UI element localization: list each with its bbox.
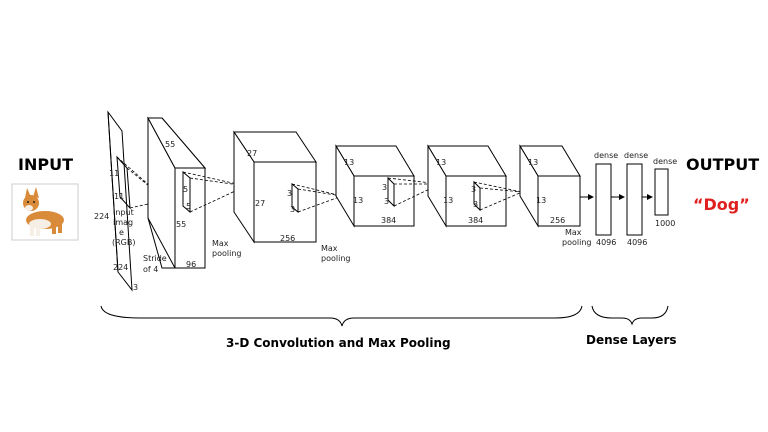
conv4-size-label: 13	[436, 158, 446, 167]
conv1-depth-label: 96	[186, 260, 196, 269]
output-class-label: “Dog”	[693, 195, 750, 214]
conv4-volume	[427, 144, 523, 228]
conv4-depth-label: 384	[468, 216, 483, 225]
pool2-label-line1: Max	[321, 244, 338, 253]
dense-layer-2-title: dense	[624, 151, 648, 160]
input-caption-line4: (RGB)	[112, 238, 136, 247]
stride-label-line2: of 4	[143, 265, 158, 274]
conv3-size2-label: 13	[353, 196, 363, 205]
dense-layer-2	[626, 163, 643, 236]
input-caption-line3: e	[119, 228, 124, 237]
pool1-label-line2: pooling	[212, 249, 241, 258]
dense-section-brace	[591, 305, 669, 326]
input-caption-line1: Input	[113, 208, 134, 217]
conv5-depth-label: 256	[550, 216, 565, 225]
dense-layer-1-units: 4096	[596, 238, 616, 247]
input-width-label: 224	[113, 263, 128, 272]
conv1-size-label: 55	[165, 140, 175, 149]
conv4-size2-label: 13	[443, 196, 453, 205]
conv3-depth-label: 384	[381, 216, 396, 225]
dense-layer-3-title: dense	[653, 157, 677, 166]
conv1-kernel-b: 5	[186, 202, 191, 211]
conv2-kernel-b: 3	[290, 205, 295, 214]
conv2-size-label: 27	[247, 149, 257, 158]
conv3-size-label: 13	[344, 158, 354, 167]
dense-layer-3-units: 1000	[655, 219, 675, 228]
input-caption-line2: Imag	[113, 218, 133, 227]
input-label: INPUT	[18, 155, 73, 174]
conv1-size2-label: 55	[176, 220, 186, 229]
dense-layer-1	[595, 163, 612, 236]
input-height-label: 224	[94, 212, 109, 221]
conv3-kernel-a: 3	[382, 183, 387, 192]
input-kernel-size-a: 11	[109, 169, 119, 178]
conv1-kernel-a: 5	[183, 185, 188, 194]
stride-label-line1: Stride	[143, 254, 167, 263]
conv2-depth-label: 256	[280, 234, 295, 243]
conv2-volume	[233, 130, 343, 244]
conv1-volume	[146, 116, 247, 269]
pool3-label-line2: pooling	[562, 238, 591, 247]
dense-layer-1-title: dense	[594, 151, 618, 160]
conv2-kernel-a: 3	[287, 189, 292, 198]
input-photo	[11, 183, 79, 241]
dense-layer-3	[654, 168, 669, 216]
corgi-dog-picture	[23, 187, 64, 236]
input-depth-label: 3	[133, 283, 138, 292]
conv-section-brace	[100, 305, 583, 327]
dense-layer-2-units: 4096	[627, 238, 647, 247]
conv3-volume	[335, 144, 441, 228]
conv2-size2-label: 27	[255, 199, 265, 208]
input-kernel-size-b: 11	[114, 192, 124, 201]
pool1-label-line1: Max	[212, 239, 229, 248]
output-label: OUTPUT	[686, 155, 759, 174]
pool2-label-line2: pooling	[321, 254, 350, 263]
pool3-label-line1: Max	[565, 228, 582, 237]
conv4-kernel-b: 3	[473, 200, 478, 209]
conv5-volume	[519, 144, 581, 228]
conv5-size2-label: 13	[536, 196, 546, 205]
conv4-kernel-a: 3	[471, 185, 476, 194]
dense-section-label: Dense Layers	[586, 333, 677, 347]
conv3-kernel-b: 3	[384, 197, 389, 206]
conv5-size-label: 13	[528, 158, 538, 167]
conv-section-label: 3-D Convolution and Max Pooling	[226, 336, 451, 350]
